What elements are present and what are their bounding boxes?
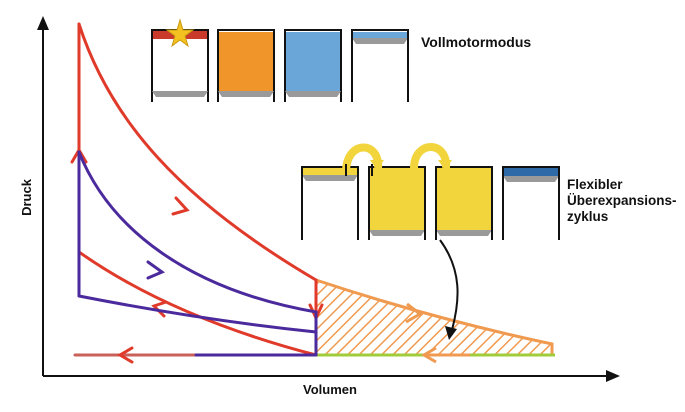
spark-star-icon xyxy=(165,18,195,48)
full-engine-mode-label: Vollmotormodus xyxy=(421,34,532,50)
cylinder-exhaust xyxy=(351,29,409,102)
x-axis-arrow-icon xyxy=(606,370,620,382)
flex-cylinder-exhaust xyxy=(502,166,560,240)
cylinder-expansion xyxy=(284,29,342,102)
over-expansion-arrow-icon xyxy=(405,302,423,324)
axes xyxy=(37,16,620,382)
part-expansion-arrow-icon xyxy=(146,260,166,280)
intake-arrow-icon xyxy=(117,346,134,364)
cylinder-intake xyxy=(151,18,209,102)
over-expansion-curve xyxy=(315,278,554,355)
full-compression-curve xyxy=(77,250,318,357)
x-axis-label: Volumen xyxy=(303,382,357,397)
y-axis-label: Druck xyxy=(18,179,34,216)
transfer-port-2-icon xyxy=(410,143,450,169)
full-compression-arrow-icon xyxy=(151,300,168,318)
part-cycle xyxy=(77,150,318,357)
pointer-arrow-head-icon xyxy=(445,326,457,340)
flexible-cycle-line-3: zyklus xyxy=(567,209,609,224)
flex-cylinder-transfer xyxy=(301,166,359,240)
y-axis-arrow-icon xyxy=(37,16,49,30)
full-expansion-curve xyxy=(77,22,318,282)
full-expansion-arrow-icon xyxy=(171,196,190,216)
flexible-cylinders xyxy=(301,143,560,240)
cylinder-compression xyxy=(217,29,275,102)
flexible-cycle-label: Flexibler Überexpansions- zyklus xyxy=(567,177,677,225)
pointer-arrow xyxy=(439,239,459,331)
flexible-cycle-line-1: Flexibler xyxy=(567,177,623,192)
flex-cylinder-expansion-1 xyxy=(368,166,426,240)
full-up-arrow-icon xyxy=(70,147,88,164)
flex-cylinder-expansion-2 xyxy=(435,166,493,240)
full-engine-cylinders xyxy=(151,18,409,102)
flexible-cycle-line-2: Überexpansions- xyxy=(567,193,677,208)
part-expansion-curve xyxy=(77,150,318,314)
part-compression-curve xyxy=(77,294,318,334)
